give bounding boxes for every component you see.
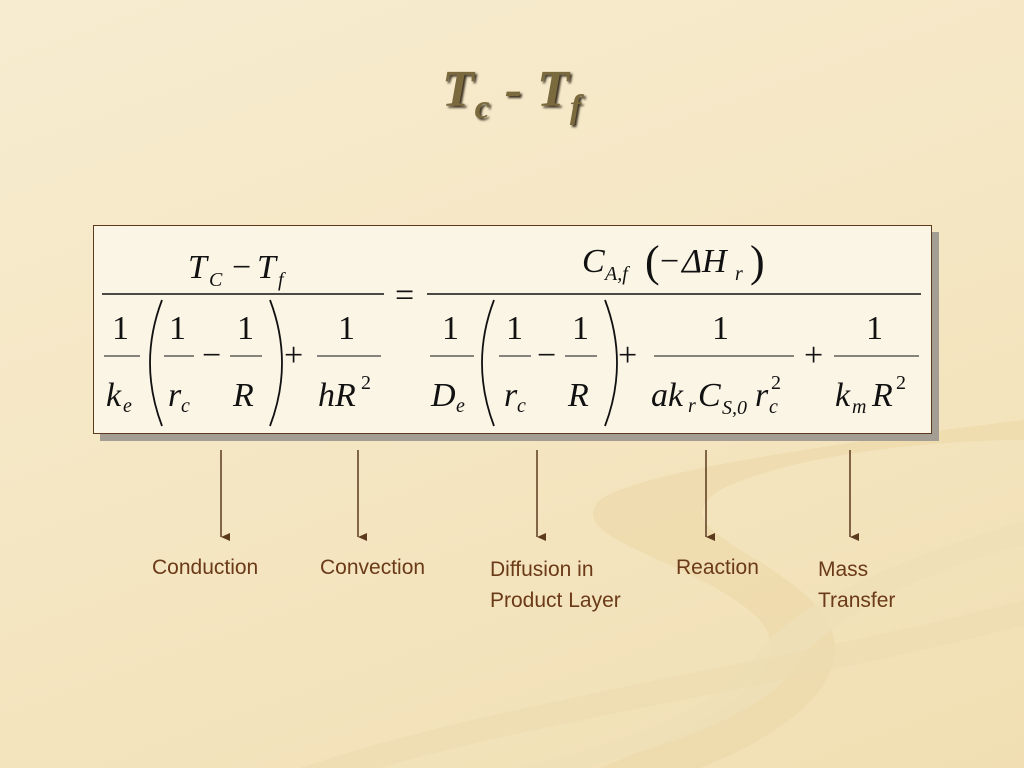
title-sub-c: c xyxy=(474,89,491,126)
svg-text:k: k xyxy=(106,377,122,414)
svg-text:m: m xyxy=(852,396,866,418)
svg-text:1: 1 xyxy=(712,310,729,347)
svg-text:S,0: S,0 xyxy=(722,397,747,419)
svg-text:R: R xyxy=(871,377,893,414)
svg-text:+: + xyxy=(618,337,637,374)
svg-text:1: 1 xyxy=(866,310,883,347)
svg-text:−: − xyxy=(202,337,221,374)
label-reaction: Reaction xyxy=(676,556,759,579)
svg-text:r: r xyxy=(755,377,769,414)
title-t-c: T xyxy=(441,61,475,118)
svg-text:−: − xyxy=(537,337,556,374)
rhs-denominator: 1 D e 1 r c − 1 R + 1 ak r C S,0 xyxy=(430,299,919,427)
label-mass-transfer: Mass Transfer xyxy=(818,558,896,612)
svg-text:+: + xyxy=(284,337,303,374)
svg-text:1: 1 xyxy=(112,310,129,347)
rhs-numerator: C A,f ( − ΔH r ) xyxy=(582,237,765,286)
svg-text:1: 1 xyxy=(442,310,459,347)
svg-text:k: k xyxy=(835,377,851,414)
title-t-f: T xyxy=(537,61,570,118)
svg-text:1: 1 xyxy=(169,310,186,347)
svg-text:T: T xyxy=(188,249,209,286)
svg-text:1: 1 xyxy=(506,310,523,347)
svg-text:1: 1 xyxy=(237,310,254,347)
svg-text:1: 1 xyxy=(338,310,355,347)
svg-text:C: C xyxy=(698,377,721,414)
svg-text:e: e xyxy=(456,395,465,417)
svg-text:C: C xyxy=(582,243,605,280)
svg-text:): ) xyxy=(750,237,765,286)
svg-text:c: c xyxy=(181,395,190,417)
svg-text:2: 2 xyxy=(896,372,906,394)
label-diffusion: Diffusion in Product Layer xyxy=(490,558,621,612)
equals-sign: = xyxy=(395,277,414,314)
svg-text:r: r xyxy=(735,263,743,285)
svg-text:A,f: A,f xyxy=(603,263,630,285)
slide-title: Tc - Tf xyxy=(0,60,1024,127)
label-convection: Convection xyxy=(320,556,426,579)
svg-text:D: D xyxy=(430,377,456,414)
label-conduction: Conduction xyxy=(152,556,259,579)
svg-text:1: 1 xyxy=(572,310,589,347)
lhs-numerator: T C − T f xyxy=(188,249,286,291)
svg-text:C: C xyxy=(209,269,223,291)
svg-text:r: r xyxy=(168,377,182,414)
svg-text:e: e xyxy=(123,395,132,417)
lhs-denominator: 1 k e 1 r c − 1 R + 1 hR 2 xyxy=(104,299,381,427)
svg-text:−: − xyxy=(660,243,679,280)
svg-text:r: r xyxy=(688,395,696,417)
svg-text:f: f xyxy=(278,269,286,291)
svg-text:c: c xyxy=(517,395,526,417)
svg-text:R: R xyxy=(232,377,254,414)
svg-text:r: r xyxy=(504,377,518,414)
equation-box: T C − T f = C A,f ( − ΔH r ) 1 xyxy=(93,225,932,434)
svg-text:hR: hR xyxy=(318,377,356,414)
equation-graphic: T C − T f = C A,f ( − ΔH r ) 1 xyxy=(102,237,921,427)
title-dash: - xyxy=(490,61,538,118)
svg-text:2: 2 xyxy=(361,372,371,394)
svg-text:2: 2 xyxy=(771,372,781,394)
svg-text:T: T xyxy=(257,249,278,286)
svg-text:ΔH: ΔH xyxy=(680,243,729,280)
title-sub-f: f xyxy=(569,89,583,126)
svg-text:−: − xyxy=(232,249,251,286)
svg-text:(: ( xyxy=(645,237,660,286)
svg-text:R: R xyxy=(567,377,589,414)
svg-text:ak: ak xyxy=(651,377,684,414)
svg-text:+: + xyxy=(804,337,823,374)
svg-text:c: c xyxy=(769,396,778,418)
